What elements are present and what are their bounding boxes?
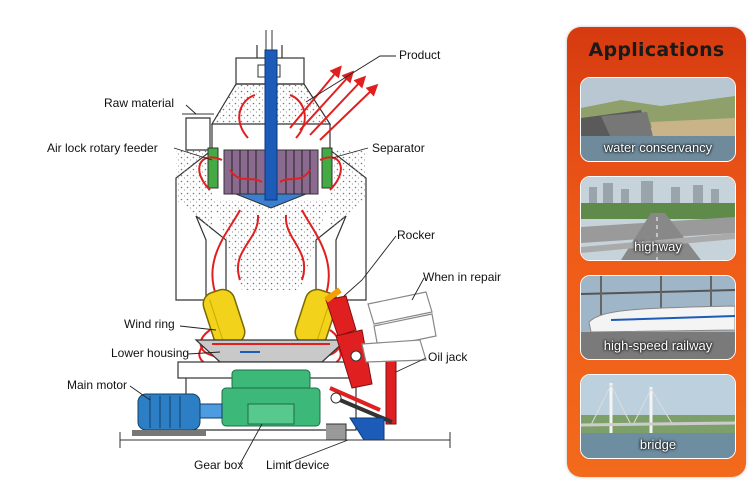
label-lower-housing: Lower housing [111, 346, 190, 360]
highway-photo-icon [581, 177, 735, 260]
mill-drawing [119, 30, 451, 465]
foundation [119, 432, 451, 448]
label-rocker: Rocker [397, 228, 436, 242]
train-photo-icon [581, 276, 735, 359]
app-label: water conservancy [603, 140, 713, 155]
label-separator: Separator [372, 141, 425, 155]
app-card-water-conservancy[interactable]: water conservancy [580, 77, 736, 162]
app-card-high-speed-railway[interactable]: high-speed railway [580, 275, 736, 360]
label-when-in-repair: When in repair [423, 270, 502, 284]
roller-repair-outline [361, 291, 437, 363]
label-product: Product [399, 48, 441, 62]
label-oil-jack: Oil jack [428, 350, 468, 364]
label-limit-device: Limit device [266, 458, 330, 472]
label-air-lock-feeder: Air lock rotary feeder [47, 141, 158, 155]
applications-panel: Applications water conservancy highway [567, 27, 746, 477]
label-raw-material: Raw material [104, 96, 175, 110]
label-main-motor: Main motor [67, 378, 128, 392]
grinding-rollers [202, 288, 338, 348]
label-wind-ring: Wind ring [124, 317, 175, 331]
app-label: high-speed railway [603, 338, 713, 353]
main-shaft [264, 49, 278, 201]
dam-photo-icon [581, 78, 735, 161]
vertical-mill-diagram: Product Raw material Air lock rotary fee… [47, 30, 502, 472]
app-card-highway[interactable]: highway [580, 176, 736, 261]
label-gear-box: Gear box [194, 458, 244, 472]
applications-title: Applications [588, 39, 725, 61]
bridge-photo-icon [581, 375, 735, 458]
app-label: highway [634, 239, 682, 254]
limit-device [326, 417, 385, 441]
air-flow-lines [198, 65, 379, 367]
gear-box [221, 369, 321, 427]
app-label: bridge [639, 437, 677, 452]
oil-jack [329, 357, 397, 425]
app-card-bridge[interactable]: bridge [580, 374, 736, 459]
leader-lines [129, 55, 427, 465]
main-motor [132, 393, 223, 436]
feed-chute [182, 113, 214, 151]
